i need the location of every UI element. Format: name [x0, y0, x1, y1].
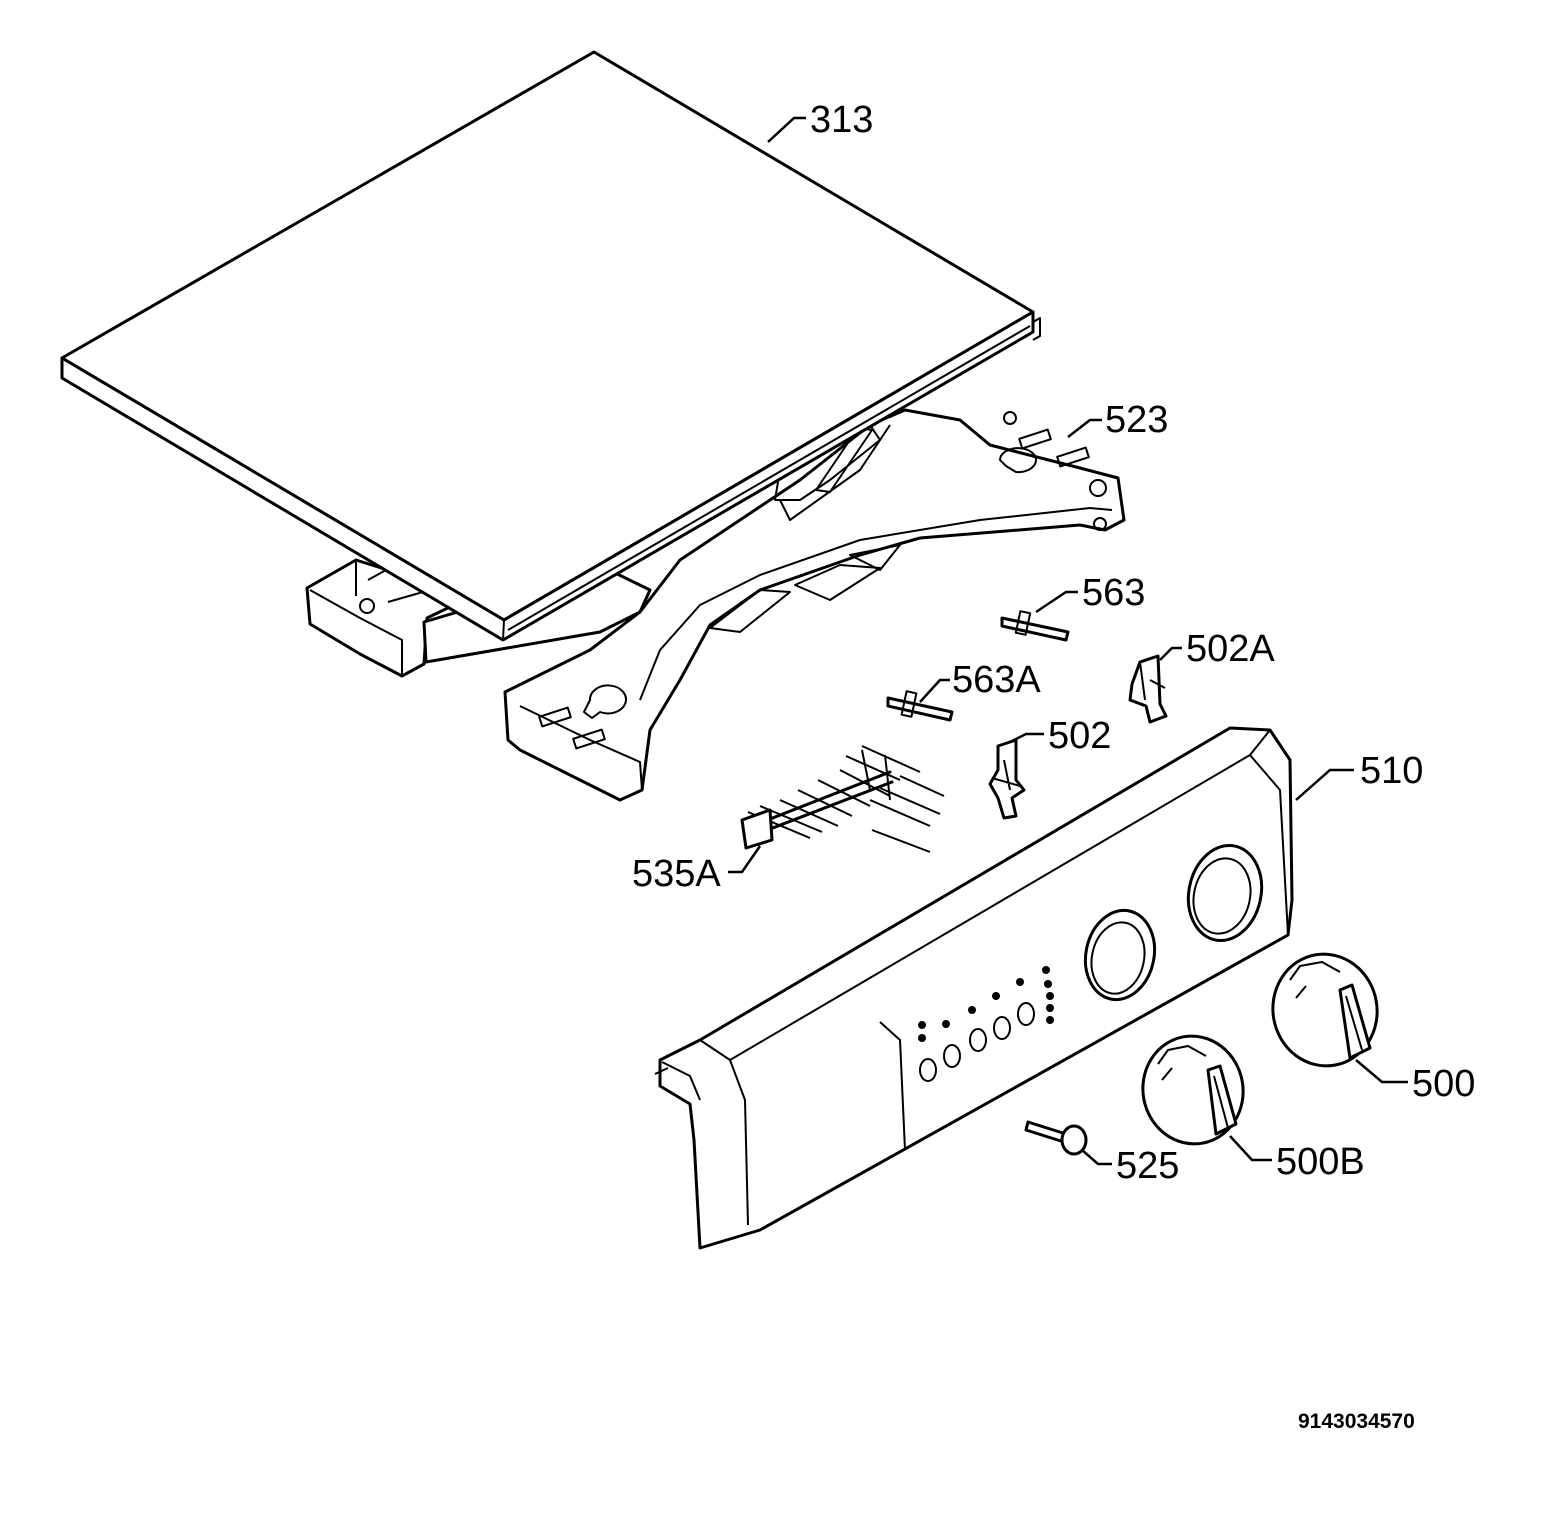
label-535A: 535A — [632, 853, 721, 895]
label-502A: 502A — [1186, 628, 1275, 670]
part-500B-knob — [1141, 1034, 1245, 1146]
part-510-control-panel — [654, 726, 1294, 1250]
part-313-top-lid — [60, 50, 1041, 642]
label-563A: 563A — [952, 659, 1041, 701]
part-563-pin — [1000, 610, 1070, 642]
label-523: 523 — [1105, 399, 1168, 441]
label-313: 313 — [810, 99, 873, 141]
part-525-pin — [1024, 1120, 1088, 1156]
drawing-code: 9143034570 — [1298, 1410, 1415, 1433]
part-502A-lever — [1128, 654, 1168, 724]
part-563A-pin — [886, 690, 954, 722]
leader-lines — [728, 116, 1408, 1166]
part-500-knob — [1271, 952, 1379, 1068]
part-502-lever — [988, 738, 1026, 820]
label-525: 525 — [1116, 1145, 1179, 1187]
part-labels: 313 523 563 502A 563A 502 510 535A 500 5… — [632, 99, 1475, 1433]
label-563: 563 — [1082, 572, 1145, 614]
label-500B: 500B — [1276, 1141, 1365, 1183]
label-502: 502 — [1048, 715, 1111, 757]
label-510: 510 — [1360, 750, 1423, 792]
part-535A-button-comb — [740, 745, 945, 853]
label-500: 500 — [1412, 1063, 1475, 1105]
